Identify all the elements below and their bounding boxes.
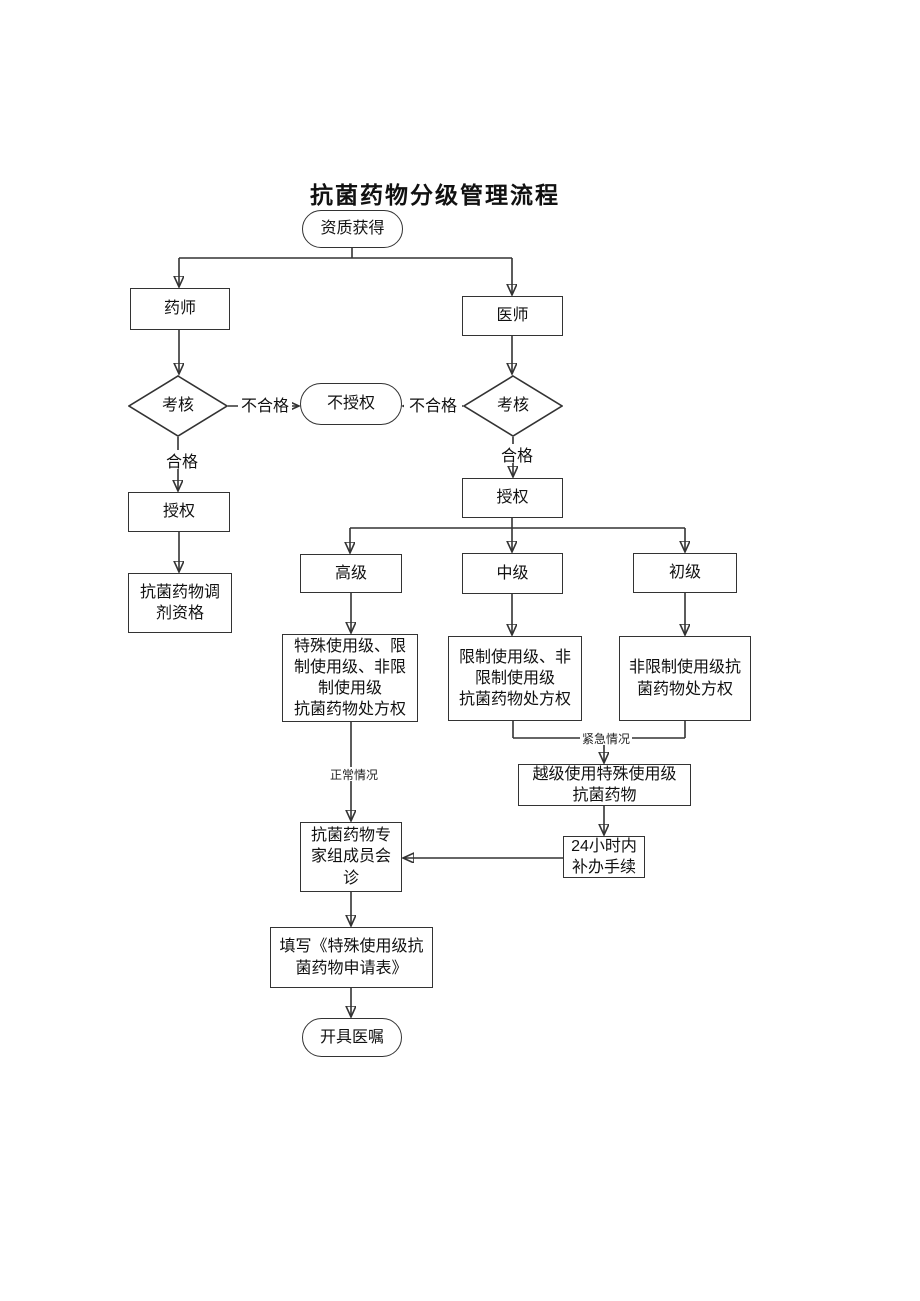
node-intermediate: 中级 [462, 553, 563, 594]
node-senior: 高级 [300, 554, 402, 593]
node-expert-consultation: 抗菌药物专 家组成员会 诊 [300, 822, 402, 892]
node-qualification-start: 资质获得 [302, 210, 403, 248]
node-physician: 医师 [462, 296, 563, 336]
node-exam-left: 考核 [128, 375, 228, 437]
page-title: 抗菌药物分级管理流程 [310, 182, 560, 208]
edge-label-emergency-case: 紧急情况 [580, 731, 632, 746]
edge-label-normal-case: 正常情况 [327, 767, 381, 782]
edge-label-pass-left: 合格 [163, 450, 201, 471]
edge-label-pass-right: 合格 [498, 444, 536, 465]
node-exam-right: 考核 [463, 375, 563, 437]
edge-label-fail-left: 不合格 [238, 394, 292, 415]
diamond-shape [128, 375, 228, 437]
node-junior: 初级 [633, 553, 737, 593]
node-override-use: 越级使用特殊使用级 抗菌药物 [518, 764, 691, 806]
node-senior-rights: 特殊使用级、限 制使用级、非限 制使用级 抗菌药物处方权 [282, 634, 418, 722]
node-authorize-right: 授权 [462, 478, 563, 518]
node-not-authorized: 不授权 [300, 383, 402, 425]
node-intermediate-rights: 限制使用级、非 限制使用级 抗菌药物处方权 [448, 636, 582, 721]
node-dispensing-qualification: 抗菌药物调 剂资格 [128, 573, 232, 633]
diamond-shape [463, 375, 563, 437]
node-within-24h: 24小时内 补办手续 [563, 836, 645, 878]
node-fill-form: 填写《特殊使用级抗 菌药物申请表》 [270, 927, 433, 988]
node-issue-order: 开具医嘱 [302, 1018, 402, 1057]
node-authorize-left: 授权 [128, 492, 230, 532]
node-junior-rights: 非限制使用级抗 菌药物处方权 [619, 636, 751, 721]
node-pharmacist: 药师 [130, 288, 230, 330]
edge-label-fail-right: 不合格 [404, 394, 462, 415]
